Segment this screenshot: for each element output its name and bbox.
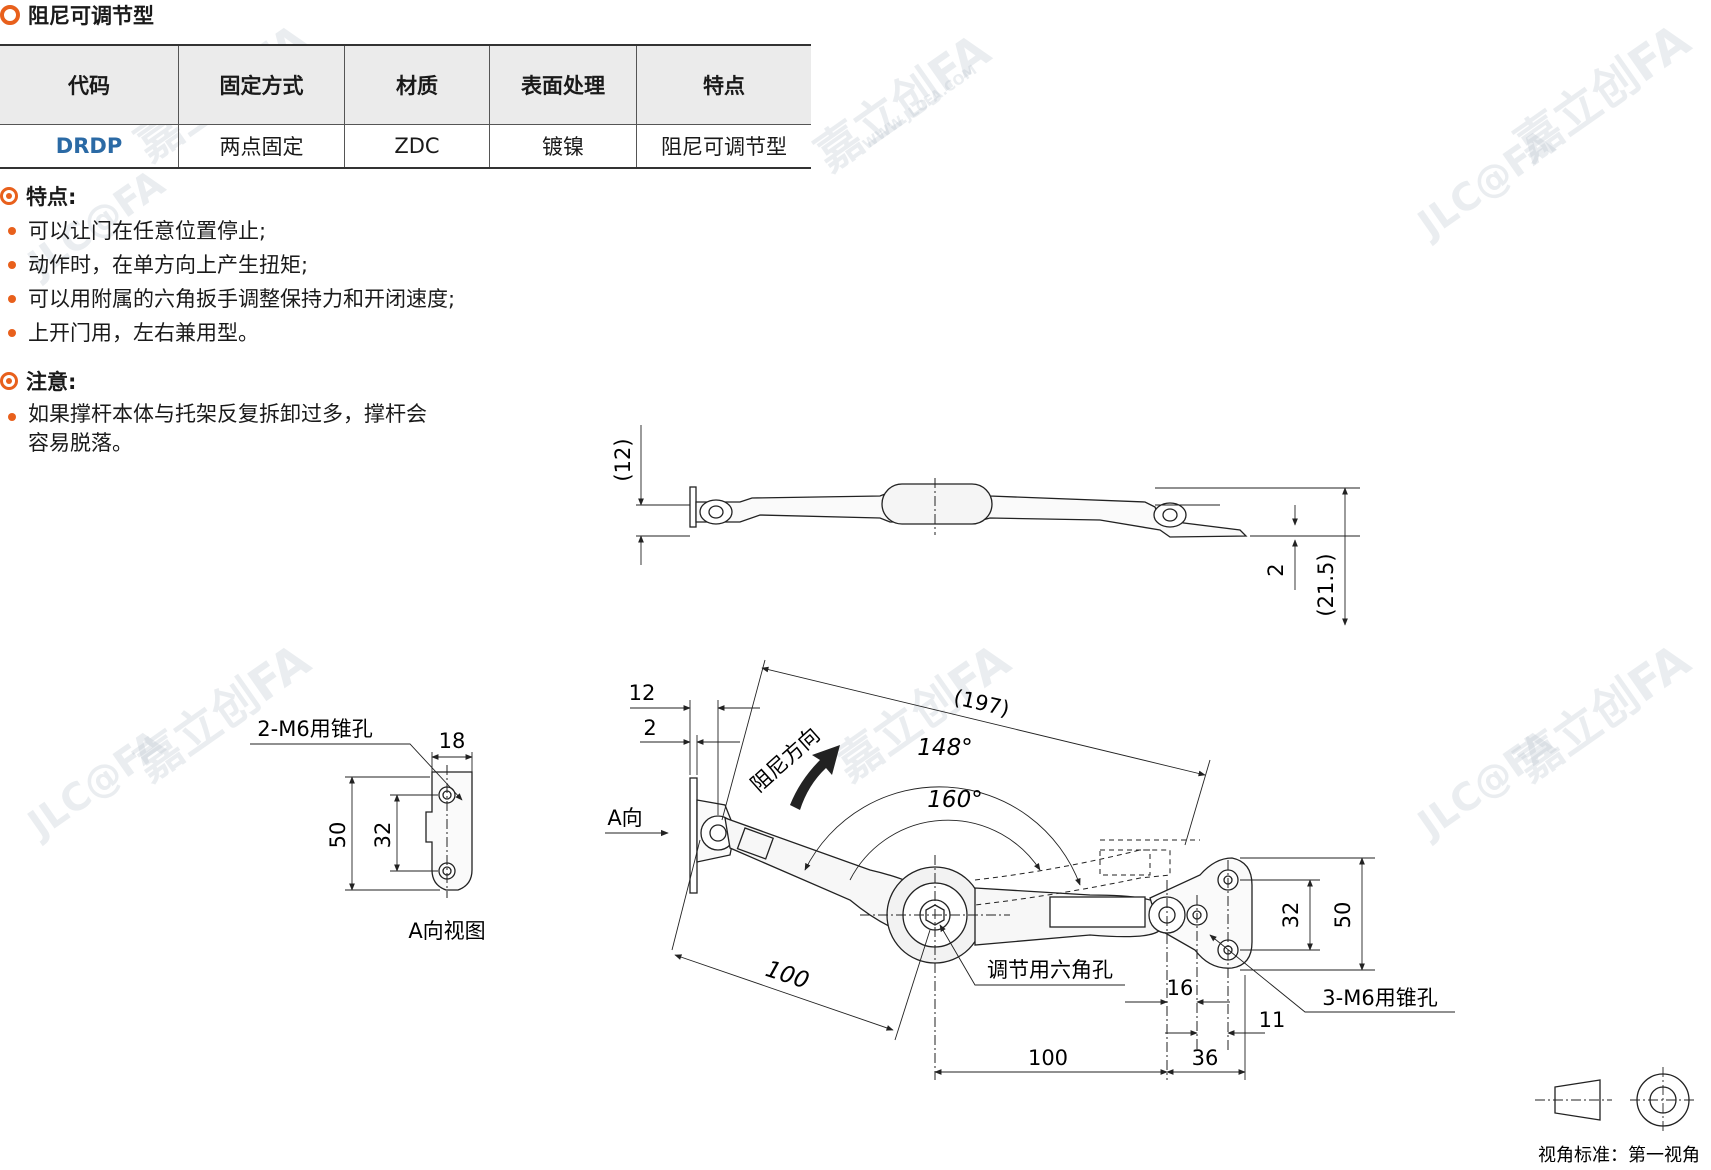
table-header: 材质 (344, 45, 490, 125)
dim-100-left: 100 (762, 956, 812, 994)
table-header-row: 代码 固定方式 材质 表面处理 特点 (0, 45, 811, 125)
table-header: 特点 (636, 45, 811, 125)
dim-12-paren: (12) (611, 438, 635, 481)
note-line: 如果撑杆本体与托架反复拆卸过多，撑杆会 (28, 402, 427, 426)
a-view (250, 743, 473, 898)
list-item: 如果撑杆本体与托架反复拆卸过多，撑杆会 容易脱落。 (0, 400, 427, 458)
table-header: 代码 (0, 45, 179, 125)
dim-100-bottom: 100 (1028, 1046, 1068, 1070)
hex-hole-label: 调节用六角孔 (987, 958, 1113, 982)
list-item: 动作时，在单方向上产生扭矩; (0, 248, 455, 282)
a-view-hole-label: 2-M6用锥孔 (257, 717, 372, 741)
table-cell-code[interactable]: DRDP (0, 124, 179, 168)
list-item: 上开门用，左右兼用型。 (0, 316, 455, 350)
dim-2-main: 2 (643, 716, 656, 740)
dim-16: 16 (1167, 976, 1194, 1000)
spec-table: 代码 固定方式 材质 表面处理 特点 DRDP 两点固定 ZDC 镀镍 阻尼可调… (0, 44, 811, 169)
projection-label: 视角标准：第一视角 (1538, 1145, 1700, 1166)
dim-36: 36 (1192, 1046, 1219, 1070)
target-icon (0, 372, 18, 390)
dim-11: 11 (1259, 1008, 1286, 1032)
dim-50-a: 50 (326, 822, 350, 849)
dim-32-a: 32 (371, 822, 395, 849)
circle-icon (0, 5, 20, 25)
notes-heading-text: 注意: (26, 370, 77, 394)
features-list: 可以让门在任意位置停止; 动作时，在单方向上产生扭矩; 可以用附属的六角扳手调整… (0, 214, 455, 350)
section-title: 阻尼可调节型 (0, 0, 154, 30)
dim-2-top: 2 (1264, 563, 1288, 576)
note-line: 容易脱落。 (28, 431, 133, 455)
dim-18: 18 (439, 729, 466, 753)
table-cell: ZDC (344, 124, 490, 168)
angle-148: 148° (917, 735, 972, 761)
main-view (605, 659, 1455, 1080)
a-view-caption: A向视图 (408, 919, 485, 943)
table-cell: 两点固定 (178, 124, 345, 168)
features-heading: 特点: (0, 180, 76, 212)
table-row: DRDP 两点固定 ZDC 镀镍 阻尼可调节型 (0, 124, 811, 168)
notes-heading: 注意: (0, 365, 76, 397)
table-header: 表面处理 (489, 45, 637, 125)
top-view (636, 425, 1360, 626)
dim-50-main: 50 (1331, 902, 1355, 929)
notes-list: 如果撑杆本体与托架反复拆卸过多，撑杆会 容易脱落。 (0, 400, 427, 458)
damping-direction-label: 阻尼方向 (746, 723, 824, 797)
dim-32-main: 32 (1279, 902, 1303, 929)
main-hole-label: 3-M6用锥孔 (1322, 986, 1437, 1010)
target-icon (0, 187, 18, 205)
angle-160: 160° (927, 787, 982, 813)
a-direction-label: A向 (607, 806, 642, 830)
list-item: 可以用附属的六角扳手调整保持力和开闭速度; (0, 282, 455, 316)
table-cell: 镀镍 (489, 124, 637, 168)
list-item: 可以让门在任意位置停止; (0, 214, 455, 248)
table-header: 固定方式 (178, 45, 345, 125)
table-cell: 阻尼可调节型 (661, 135, 787, 159)
dim-12-main: 12 (629, 681, 656, 705)
features-heading-text: 特点: (26, 185, 77, 209)
first-angle-projection-icon (1535, 1067, 1697, 1133)
dim-21-5-paren: (21.5) (1314, 553, 1338, 616)
section-title-text: 阻尼可调节型 (28, 4, 154, 28)
